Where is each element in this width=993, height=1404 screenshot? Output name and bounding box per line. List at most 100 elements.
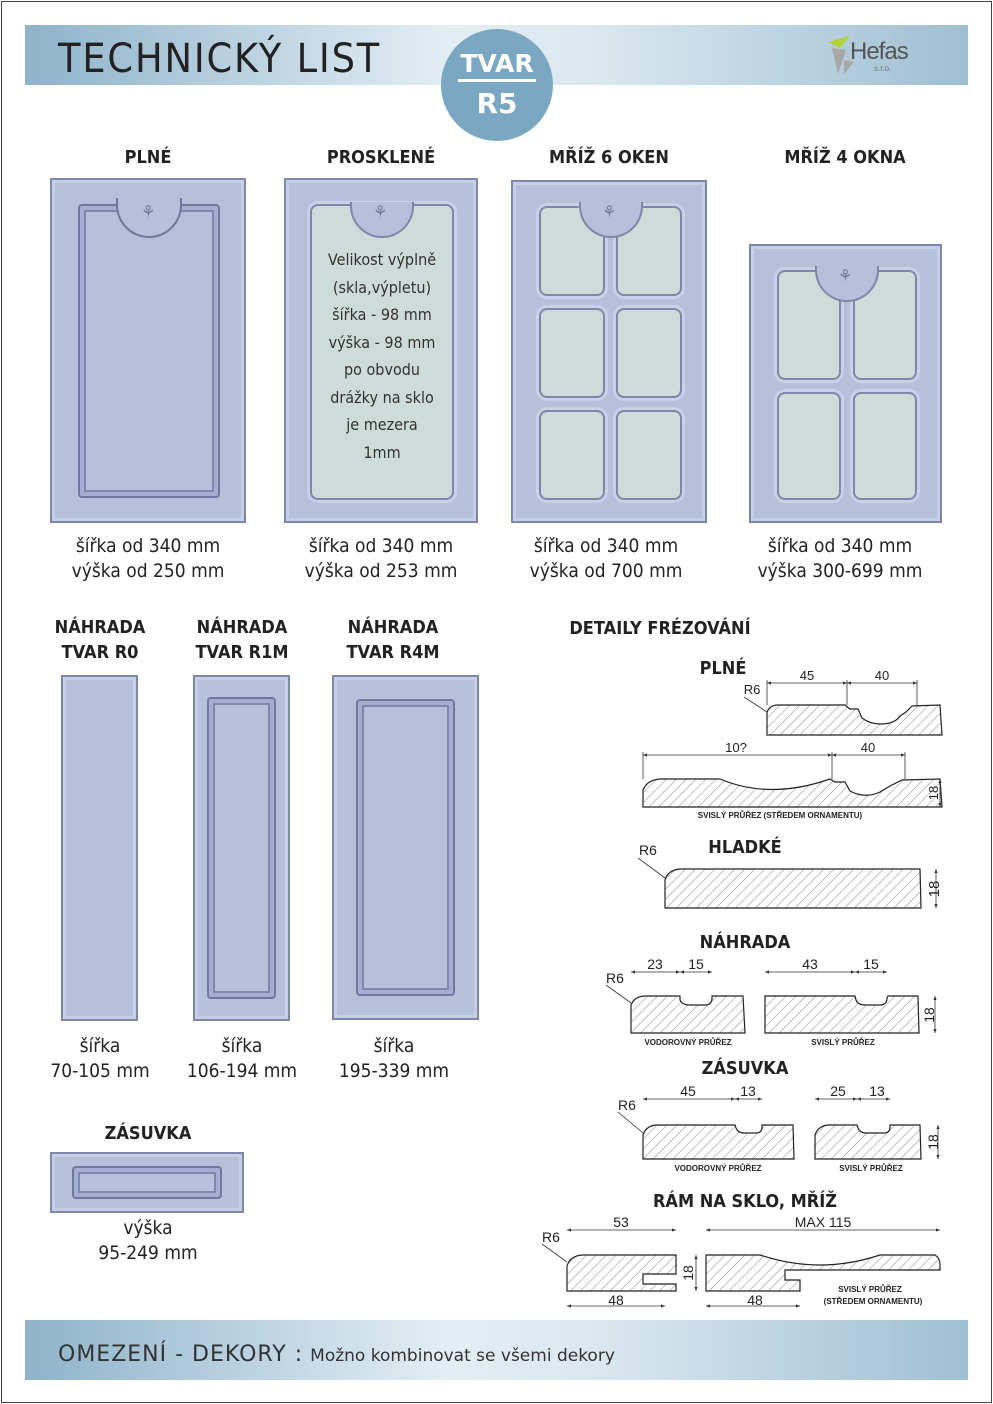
- dim-label: 15: [863, 956, 879, 972]
- section-caption: VODOROVNÝ PRŮŘEZ: [644, 1037, 731, 1047]
- glass-info-line: drážky na sklo: [330, 387, 434, 407]
- dim-label: 40: [875, 668, 889, 683]
- badge-top: TVAR: [460, 49, 534, 78]
- glass-info-line: Velikost výplně: [327, 250, 437, 269]
- thickness-label: 18: [680, 1265, 696, 1281]
- height-text: výška od 700 mm: [529, 560, 683, 582]
- width-text: šířka od 340 mm: [308, 535, 454, 557]
- glass-info-line: je mezera: [346, 415, 418, 434]
- glass-pane: [539, 308, 605, 398]
- detail-title-plne: PLNÉ: [699, 658, 747, 679]
- radius-label: R6: [542, 1229, 560, 1245]
- page-title: TECHNICKÝ LIST: [58, 36, 382, 82]
- leaf-ornament-icon: ⚘: [373, 204, 388, 221]
- profile-nahrada-horizontal: [630, 995, 746, 1034]
- caption-line: 106-194 mm: [186, 1060, 298, 1082]
- profile-ram-vertical: [705, 1254, 941, 1292]
- glass-pane: Velikost výplně (skla,výpletu) šířka - 9…: [310, 204, 454, 500]
- door-title-prosklene: PROSKLENÉ: [326, 147, 436, 168]
- dim-label: 43: [802, 956, 818, 972]
- thickness-label: 18: [926, 881, 943, 898]
- door-r0: [61, 675, 138, 1021]
- thickness-label: 18: [925, 1134, 941, 1150]
- glass-info-line: po obvodu: [343, 360, 421, 379]
- dim-label: 48: [747, 1292, 763, 1308]
- door-r4m: [332, 675, 479, 1020]
- dim-label: 48: [608, 1292, 624, 1308]
- drawer-front: [50, 1152, 244, 1213]
- footer-band: [25, 1320, 968, 1380]
- section-caption: (STŘEDEM ORNAMENTU): [824, 1297, 923, 1306]
- section-caption: SVISLÝ PRŮŘEZ (STŘEDEM ORNAMENTU): [698, 810, 863, 820]
- replacement-caption: šířka 106-194 mm: [170, 1034, 314, 1084]
- glass-pane: [539, 410, 605, 500]
- leaf-ornament-icon: ⚘: [141, 204, 156, 221]
- height-text: výška 300-699 mm: [757, 560, 923, 582]
- footer-note: OMEZENÍ - DEKORY : Možno kombinovat se v…: [58, 1342, 615, 1367]
- restrictions-label: OMEZENÍ - DEKORY :: [58, 1342, 304, 1367]
- profile-nahrada-vertical: [764, 995, 920, 1034]
- profile-plne-vertical: [642, 778, 943, 808]
- door-plne: ⚘: [50, 178, 246, 523]
- profile-hladke: [664, 868, 922, 909]
- thickness-label: 18: [921, 1007, 937, 1023]
- height-text: výška od 253 mm: [304, 560, 458, 582]
- caption-line: šířka: [79, 1035, 121, 1057]
- glass-pane: [777, 270, 841, 380]
- title-line: TVAR R0: [61, 642, 139, 663]
- glass-info-line: výška - 98 mm: [328, 332, 436, 352]
- door-caption: šířka od 340 mm výška od 700 mm: [507, 534, 705, 584]
- dim-label: 40: [861, 740, 875, 755]
- title-line: TVAR R4M: [346, 642, 440, 663]
- profile-zasuvka-vertical: [814, 1124, 922, 1160]
- caption-line: výška: [123, 1217, 173, 1239]
- title-line: TVAR R1M: [195, 642, 289, 663]
- section-caption: SVISLÝ PRŮŘEZ: [839, 1163, 903, 1173]
- section-caption: SVISLÝ PRŮŘEZ: [838, 1284, 902, 1294]
- section-caption: SVISLÝ PRŮŘEZ: [811, 1037, 875, 1047]
- dim-label: 53: [613, 1214, 629, 1230]
- leaf-ornament-icon: ⚘: [602, 204, 617, 221]
- raised-panel: [207, 697, 276, 999]
- glass-info: Velikost výplně (skla,výpletu) šířka - 9…: [319, 246, 445, 466]
- replacement-title-r4m: NÁHRADA TVAR R4M: [330, 615, 456, 665]
- caption-line: 195-339 mm: [338, 1060, 450, 1082]
- title-line: NÁHRADA: [196, 617, 288, 638]
- profile-zasuvka-horizontal: [642, 1124, 795, 1160]
- glass-info-line: (skla,výpletu): [332, 277, 432, 297]
- details-title: DETAILY FRÉZOVÁNÍ: [569, 618, 751, 639]
- leaf-ornament-icon: ⚘: [838, 268, 853, 285]
- logo-sub: s.r.o.: [874, 64, 892, 73]
- dim-label: 15: [688, 956, 704, 972]
- title-line: NÁHRADA: [54, 617, 146, 638]
- title-line: NÁHRADA: [347, 617, 439, 638]
- dim-label: 10?: [725, 740, 747, 755]
- dim-label: 45: [680, 1083, 696, 1099]
- width-text: šířka od 340 mm: [75, 535, 221, 557]
- width-text: šířka od 340 mm: [767, 535, 913, 557]
- radius-label: R6: [618, 1097, 636, 1113]
- width-text: šířka od 340 mm: [533, 535, 679, 557]
- caption-line: šířka: [221, 1035, 263, 1057]
- profile-ram-horizontal: [566, 1254, 677, 1292]
- door-title-briz4: MŘÍŽ 4 OKNA: [784, 147, 906, 168]
- glass-pane: [616, 410, 682, 500]
- radius-label: R6: [639, 842, 657, 858]
- badge-bottom: R5: [476, 87, 518, 120]
- logo-text: Hefas: [850, 38, 909, 65]
- section-caption: VODOROVNÝ PRŮŘEZ: [674, 1163, 761, 1173]
- radius-label: R6: [744, 682, 761, 697]
- door-prosklene: Velikost výplně (skla,výpletu) šířka - 9…: [284, 178, 478, 523]
- door-caption: šířka od 340 mm výška od 253 mm: [282, 534, 480, 584]
- detail-title-zasuvka: ZÁSUVKA: [701, 1058, 789, 1079]
- door-r1m: [193, 675, 290, 1021]
- shape-badge: TVAR R5: [441, 29, 553, 141]
- detail-title-ram: RÁM NA SKLO, MŘÍŽ: [652, 1191, 838, 1212]
- dim-label: 45: [800, 668, 814, 683]
- profile-plne-horizontal: [766, 704, 943, 736]
- drawer-title: ZÁSUVKA: [104, 1123, 192, 1144]
